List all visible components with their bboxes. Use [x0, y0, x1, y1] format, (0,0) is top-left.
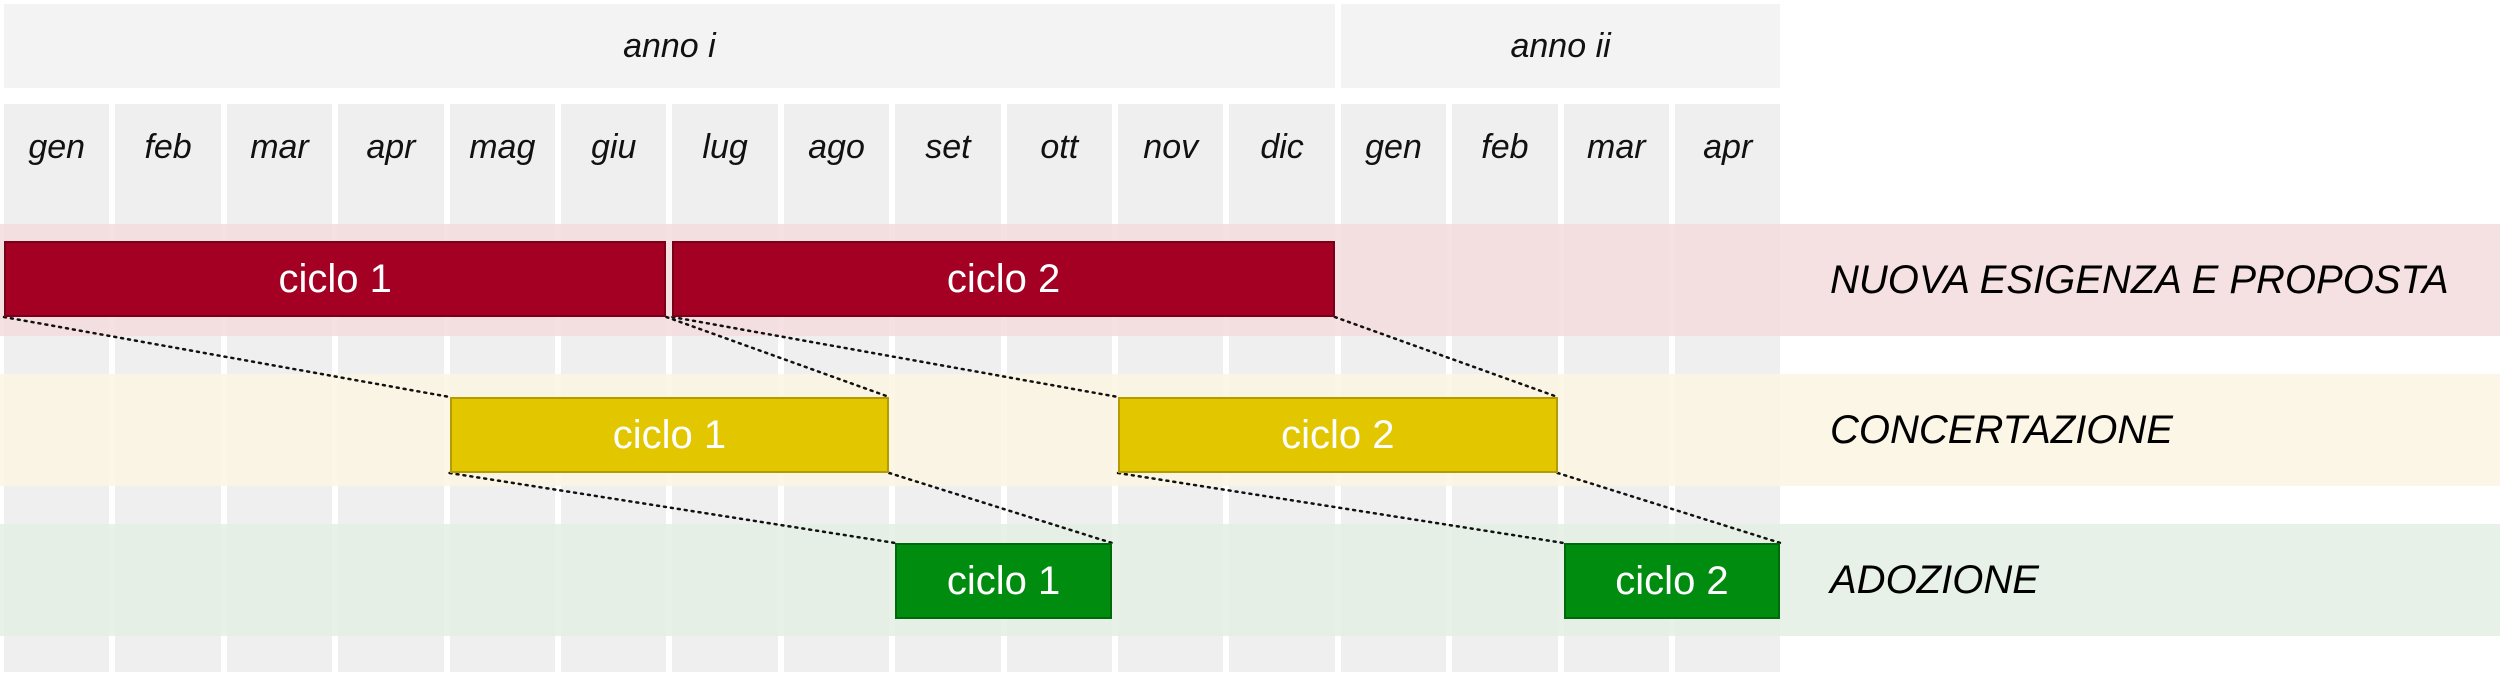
month-header: gen	[28, 127, 86, 166]
phase-label-concertazione: CONCERTAZIONE	[1830, 407, 2173, 452]
month-header: dic	[1260, 127, 1304, 166]
month-header: gen	[1365, 127, 1422, 166]
month-header: apr	[366, 127, 416, 166]
month-header: ott	[1040, 127, 1079, 166]
year-header: anno i	[4, 4, 1335, 88]
phase-label-adozione: ADOZIONE	[1830, 557, 2039, 602]
cycle-bar-adozione: ciclo 2	[1563, 543, 1781, 619]
cycle-bar-concertazione: ciclo 1	[449, 397, 890, 473]
month-header: feb	[1481, 127, 1529, 166]
phase-label-proposta: NUOVA ESIGENZA E PROPOSTA	[1830, 257, 2449, 302]
month-header: apr	[1703, 127, 1753, 166]
cycle-bar-adozione: ciclo 1	[895, 543, 1112, 619]
cycle-bar-concertazione: ciclo 2	[1118, 397, 1558, 473]
month-header: lug	[702, 127, 748, 166]
month-header: mag	[469, 127, 536, 166]
cycle-bar-proposta: ciclo 1	[4, 241, 667, 317]
year-header: anno ii	[1340, 4, 1781, 88]
phase-band-adozione	[0, 524, 2500, 636]
month-header: set	[925, 127, 971, 166]
cycle-bar-proposta: ciclo 2	[672, 241, 1335, 317]
month-header: nov	[1143, 127, 1199, 166]
month-header: giu	[591, 127, 637, 166]
month-header: mar	[250, 127, 309, 166]
month-header: ago	[808, 127, 865, 166]
month-header: feb	[144, 127, 192, 166]
month-header: mar	[1587, 127, 1646, 166]
